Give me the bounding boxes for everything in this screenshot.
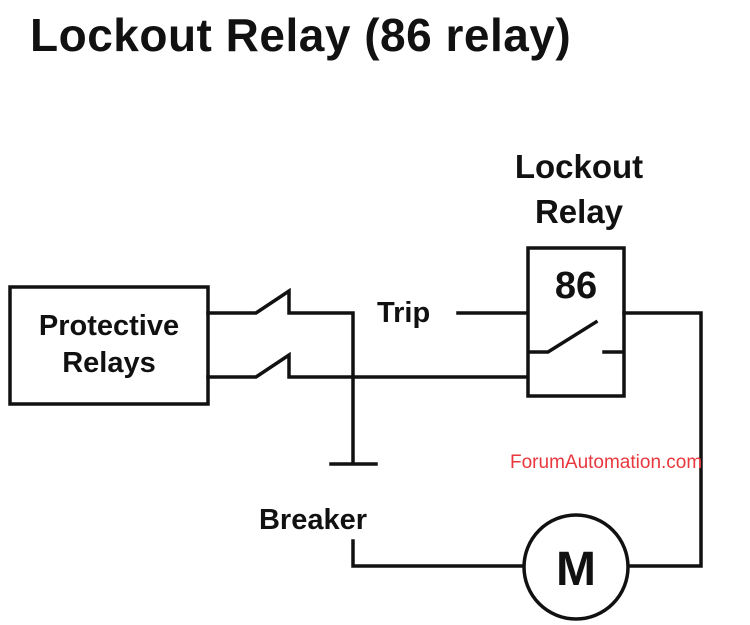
upper-relay-contact-wire	[206, 287, 355, 464]
breaker-label: Breaker	[259, 504, 367, 536]
breaker-to-motor-wire	[351, 539, 525, 568]
motor-label: M	[556, 543, 596, 596]
protective-relays-label-line1: Protective	[39, 310, 179, 342]
protective-relays-label-line2: Relays	[62, 347, 156, 379]
watermark-text: ForumAutomation.com	[510, 452, 702, 473]
lockout-relay-box	[526, 246, 626, 398]
lower-relay-contact-wire	[206, 351, 530, 379]
relay-number-label: 86	[555, 265, 597, 307]
relay-switch-contact	[528, 319, 599, 354]
diagram-title: Lockout Relay (86 relay)	[30, 9, 572, 61]
relay-to-motor-wire	[622, 311, 703, 568]
motor-symbol	[522, 513, 630, 621]
lockout-relay-label-line1: Lockout	[515, 148, 643, 185]
protective-relays-box	[8, 285, 210, 406]
trip-label: Trip	[377, 297, 430, 329]
lockout-relay-label-line2: Relay	[535, 193, 624, 230]
